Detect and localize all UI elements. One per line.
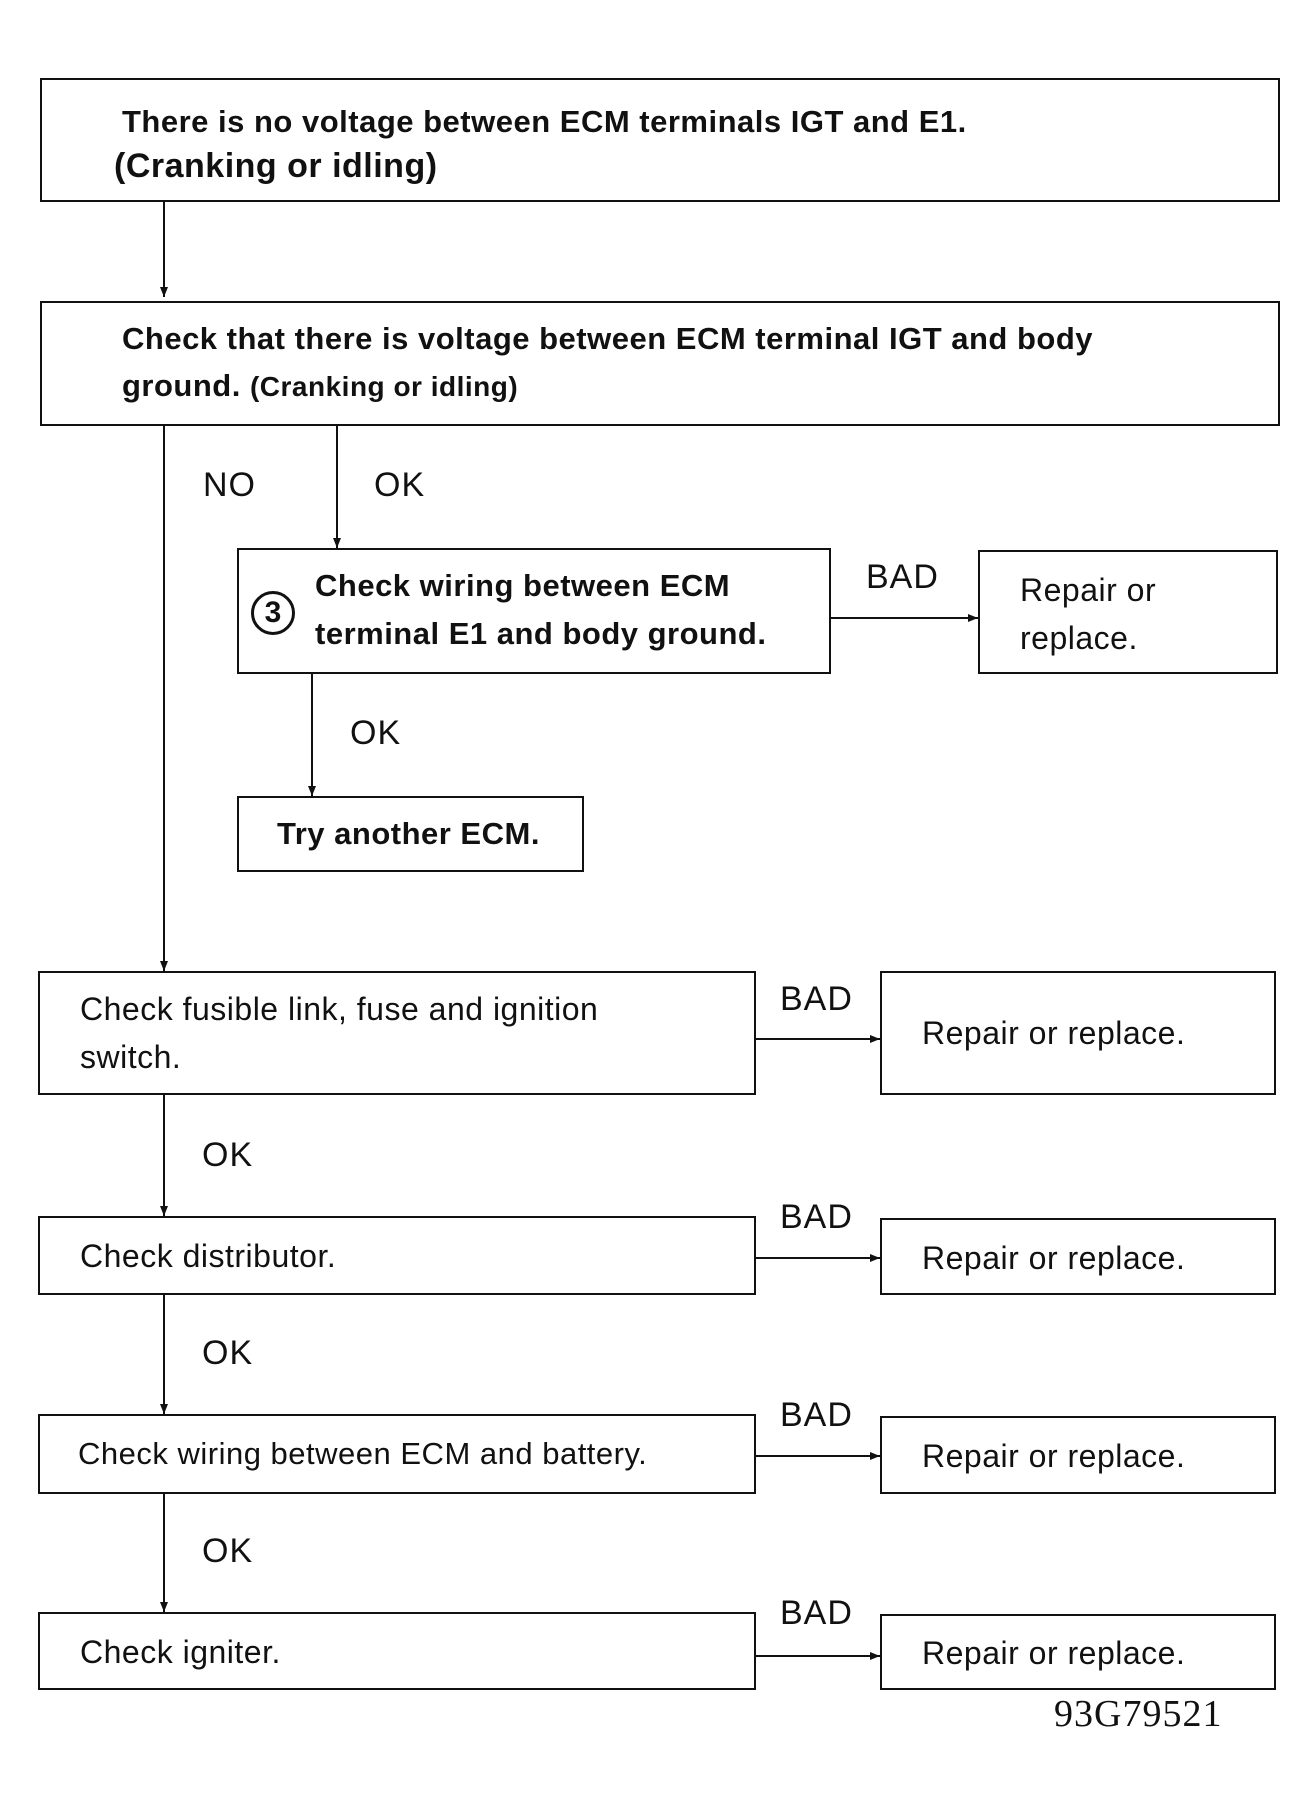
check-igniter-text: Check igniter. bbox=[80, 1634, 281, 1670]
label-bad-igniter: BAD bbox=[780, 1594, 853, 1632]
repair-distributor-box: Repair or replace. bbox=[880, 1218, 1276, 1295]
label-bad-fuse: BAD bbox=[780, 980, 853, 1018]
repair-igniter-box: Repair or replace. bbox=[880, 1614, 1276, 1690]
start-line-2: (Cranking or idling) bbox=[114, 147, 438, 185]
repair-e1-line-1: Repair or bbox=[1020, 572, 1157, 608]
repair-battery-text: Repair or replace. bbox=[922, 1438, 1186, 1474]
start-box: There is no voltage between ECM terminal… bbox=[40, 78, 1280, 202]
repair-igniter-text: Repair or replace. bbox=[922, 1635, 1186, 1671]
label-ok-try-ecm: OK bbox=[350, 714, 402, 752]
start-line-1: There is no voltage between ECM terminal… bbox=[122, 104, 967, 139]
check-igniter-box: Check igniter. bbox=[38, 1612, 756, 1690]
repair-distributor-text: Repair or replace. bbox=[922, 1240, 1186, 1276]
step-3-badge: 3 bbox=[251, 591, 295, 635]
check-igt-line-2-b: (Cranking or idling) bbox=[249, 371, 519, 402]
label-ok-igniter: OK bbox=[202, 1532, 254, 1570]
check-e1-line-1: Check wiring between ECM bbox=[315, 568, 731, 603]
repair-fuse-text: Repair or replace. bbox=[922, 1015, 1186, 1051]
label-bad-battery: BAD bbox=[780, 1396, 853, 1434]
label-bad-e1: BAD bbox=[866, 558, 939, 596]
check-e1-line-2: terminal E1 and body ground. bbox=[315, 616, 767, 651]
check-battery-text: Check wiring between ECM and battery. bbox=[78, 1436, 648, 1471]
check-fuse-line-1: Check fusible link, fuse and ignition bbox=[80, 991, 599, 1027]
label-no: NO bbox=[203, 466, 256, 504]
check-fuse-box: Check fusible link, fuse and ignition sw… bbox=[38, 971, 756, 1095]
check-igt-line-2: ground. (Cranking or idling) bbox=[122, 361, 518, 411]
check-battery-box: Check wiring between ECM and battery. bbox=[38, 1414, 756, 1494]
label-bad-distributor: BAD bbox=[780, 1198, 853, 1236]
label-ok-distributor: OK bbox=[202, 1136, 254, 1174]
check-e1-box: 3 Check wiring between ECM terminal E1 a… bbox=[237, 548, 831, 674]
check-igt-box: Check that there is voltage between ECM … bbox=[40, 301, 1280, 426]
repair-e1-box: Repair or replace. bbox=[978, 550, 1278, 674]
repair-fuse-box: Repair or replace. bbox=[880, 971, 1276, 1095]
repair-e1-line-2: replace. bbox=[1020, 620, 1138, 656]
try-ecm-box: Try another ECM. bbox=[237, 796, 584, 872]
label-ok-e1: OK bbox=[374, 466, 426, 504]
check-fuse-line-2: switch. bbox=[80, 1039, 182, 1075]
check-igt-line-2-a: ground. bbox=[122, 368, 250, 403]
figure-code: 93G79521 bbox=[1054, 1693, 1223, 1735]
try-ecm-text: Try another ECM. bbox=[277, 816, 540, 851]
label-ok-battery: OK bbox=[202, 1334, 254, 1372]
check-igt-line-1: Check that there is voltage between ECM … bbox=[122, 321, 1094, 356]
check-distributor-box: Check distributor. bbox=[38, 1216, 756, 1295]
repair-battery-box: Repair or replace. bbox=[880, 1416, 1276, 1494]
check-distributor-text: Check distributor. bbox=[80, 1238, 337, 1274]
